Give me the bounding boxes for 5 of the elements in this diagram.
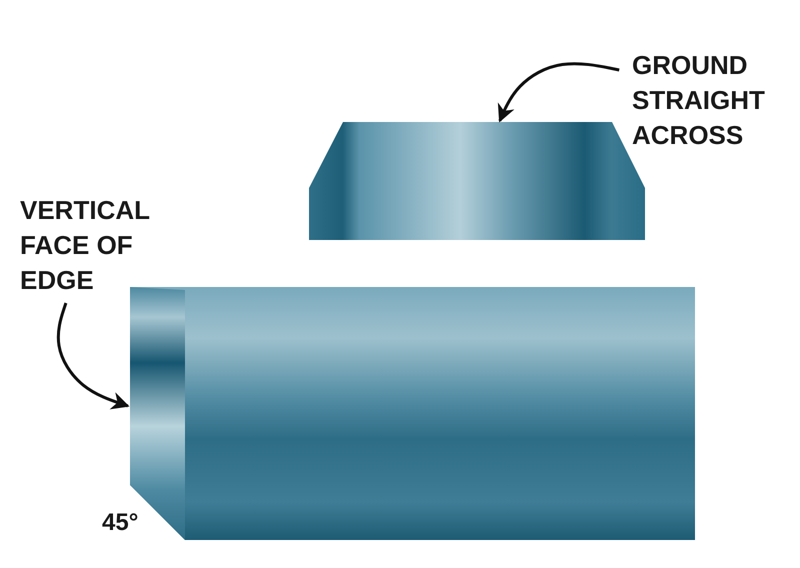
- leader-arrow: [498, 62, 620, 122]
- callout-text: VERTICAL FACE OF EDGE: [20, 194, 151, 297]
- leader-arrow: [56, 302, 130, 410]
- callout-text: GROUND STRAIGHT ACROSS: [632, 49, 766, 152]
- angle-label: 45°: [102, 508, 138, 538]
